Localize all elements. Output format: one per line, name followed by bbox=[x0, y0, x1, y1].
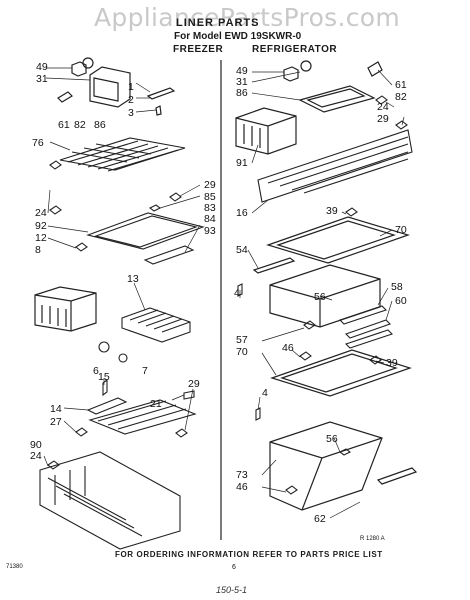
refrigerator-upper-shelf bbox=[257, 129, 413, 203]
callout-label: 82 bbox=[395, 91, 407, 103]
crisper-drawer-lower bbox=[269, 421, 418, 511]
callout-label: 86 bbox=[94, 119, 106, 131]
ordering-footer: FOR ORDERING INFORMATION REFER TO PARTS … bbox=[115, 550, 383, 559]
freezer-callout-labels: 49 31 1 2 3 61 82 86 76 29 85 83 84 24 9… bbox=[30, 61, 216, 462]
callout-label: 29 bbox=[188, 378, 200, 390]
callout-label: 21 bbox=[150, 398, 162, 410]
ice-cube-tray bbox=[121, 307, 191, 343]
callout-label: 86 bbox=[236, 87, 248, 99]
callout-label: 62 bbox=[314, 513, 326, 525]
refrigerator-light-assembly bbox=[283, 60, 383, 113]
callout-label: 85 bbox=[204, 191, 216, 203]
model-number: For Model EWD 19SKWR-0 bbox=[174, 31, 302, 42]
callout-label: 49 bbox=[36, 61, 48, 73]
callout-label: 31 bbox=[236, 76, 248, 88]
callout-label: 61 bbox=[58, 119, 70, 131]
callout-label: 46 bbox=[282, 342, 294, 354]
freezer-lower-shelf bbox=[86, 397, 197, 435]
refrigerator-leader-lines bbox=[239, 69, 405, 519]
callout-label: 6 bbox=[93, 365, 99, 377]
refrigerator-glass-shelf-upper bbox=[266, 216, 410, 264]
callout-label: 58 bbox=[391, 281, 403, 293]
callout-label: 46 bbox=[236, 481, 248, 493]
refrigerator-door-bin bbox=[235, 107, 297, 155]
callout-label: 39 bbox=[386, 357, 398, 369]
refrigerator-callout-labels: 49 31 86 61 82 24 29 91 16 39 70 54 4 58… bbox=[234, 65, 407, 525]
callout-label: 82 bbox=[74, 119, 86, 131]
callout-label: 70 bbox=[236, 346, 248, 358]
corner-code: 71380 bbox=[6, 564, 23, 570]
callout-label: 2 bbox=[128, 94, 134, 106]
callout-label: 15 bbox=[98, 371, 110, 383]
page-number: 6 bbox=[232, 564, 236, 571]
freezer-door-basket bbox=[39, 451, 181, 550]
freezer-tray-rack bbox=[86, 212, 205, 265]
callout-label: 93 bbox=[204, 225, 216, 237]
callout-label: 16 bbox=[236, 207, 248, 219]
callout-label: 54 bbox=[236, 244, 248, 256]
callout-label: 27 bbox=[50, 416, 62, 428]
callout-label: 4 bbox=[262, 387, 268, 399]
callout-label: 31 bbox=[36, 73, 48, 85]
callout-label: 60 bbox=[395, 295, 407, 307]
callout-label: 14 bbox=[50, 403, 62, 415]
callout-label: 8 bbox=[35, 244, 41, 256]
callout-label: 57 bbox=[236, 334, 248, 346]
freezer-small-parts bbox=[47, 160, 195, 470]
callout-label: 24 bbox=[30, 450, 42, 462]
callout-label: 73 bbox=[236, 469, 248, 481]
callout-label: 61 bbox=[395, 79, 407, 91]
callout-label: 3 bbox=[128, 107, 134, 119]
callout-label: 7 bbox=[142, 365, 148, 377]
crisper-cover-rails bbox=[338, 305, 394, 349]
callout-label: 56 bbox=[326, 433, 338, 445]
callout-label: 90 bbox=[30, 439, 42, 451]
callout-label: 84 bbox=[204, 213, 216, 225]
freezer-light-assembly bbox=[57, 57, 176, 116]
diagram-title: LINER PARTS bbox=[176, 17, 260, 29]
callout-label: 29 bbox=[204, 179, 216, 191]
freezer-section-label: FREEZER bbox=[173, 44, 224, 55]
freezer-bin bbox=[34, 286, 97, 332]
callout-label: 92 bbox=[35, 220, 47, 232]
watermark: AppliancePartsPros.com bbox=[94, 3, 401, 32]
callout-label: 13 bbox=[127, 273, 139, 285]
callout-label: 76 bbox=[32, 137, 44, 149]
freezer-leader-lines bbox=[43, 67, 201, 467]
callout-label: 1 bbox=[128, 81, 134, 93]
callout-label: 83 bbox=[204, 202, 216, 214]
callout-label: 24 bbox=[35, 207, 47, 219]
refrigerator-small-parts bbox=[237, 95, 408, 495]
callout-label: 12 bbox=[35, 232, 47, 244]
refrigerator-glass-shelf-lower bbox=[270, 349, 412, 397]
callout-label: 70 bbox=[395, 224, 407, 236]
freezer-upper-shelf bbox=[59, 137, 186, 172]
refrigerator-section-label: REFRIGERATOR bbox=[252, 44, 338, 55]
callout-label: 29 bbox=[377, 113, 389, 125]
callout-label: 49 bbox=[236, 65, 248, 77]
callout-label: 39 bbox=[326, 205, 338, 217]
figure-code: R 1280 A bbox=[360, 536, 385, 542]
callout-label: 4 bbox=[234, 287, 240, 299]
handwritten-note: 150-5-1 bbox=[216, 585, 247, 595]
callout-label: 24 bbox=[377, 101, 389, 113]
callout-label: 91 bbox=[236, 157, 248, 169]
callout-label: 56 bbox=[314, 291, 326, 303]
